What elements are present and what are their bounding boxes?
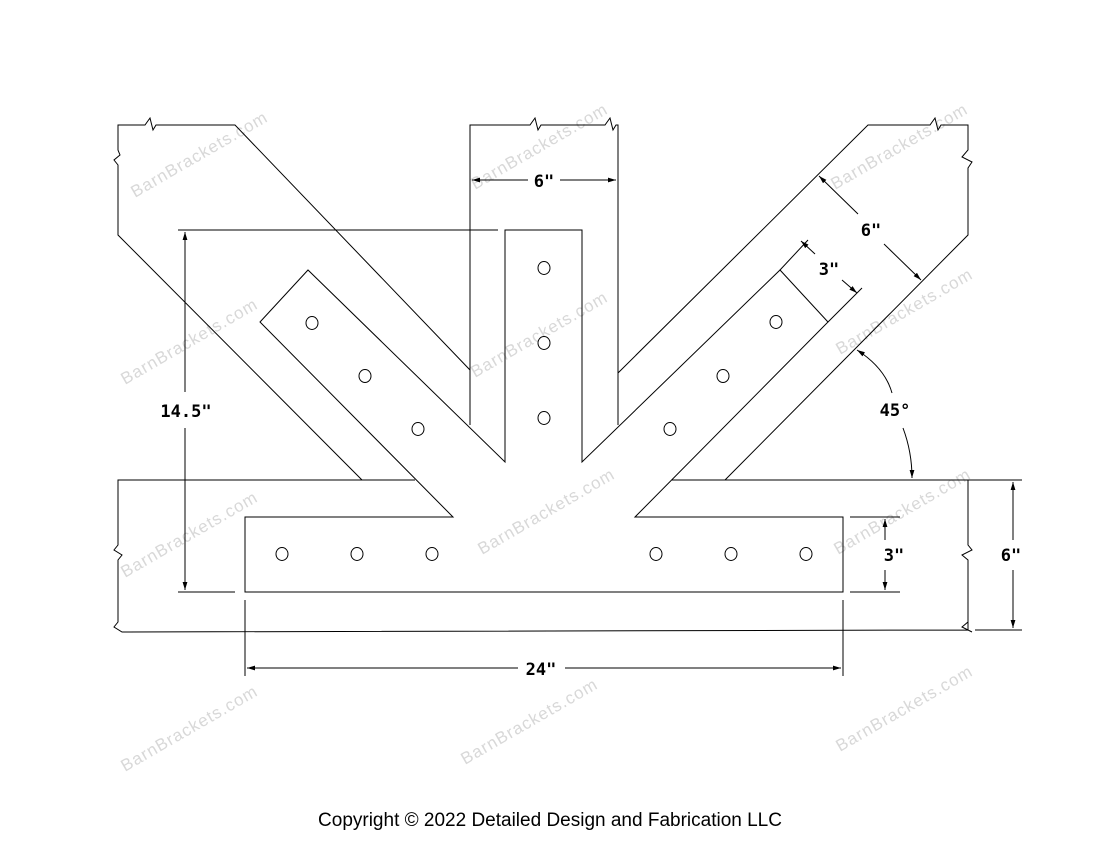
dimension-label: 6"	[1001, 546, 1021, 566]
watermark: BarnBrackets.com	[833, 265, 977, 359]
watermark: BarnBrackets.com	[118, 295, 262, 389]
bolt-hole	[799, 547, 813, 561]
watermark: BarnBrackets.com	[833, 662, 977, 756]
dimension-plate-length: 24"	[244, 600, 844, 680]
dimension-brace-width: 6"	[818, 175, 922, 281]
bolt-hole	[350, 547, 364, 561]
watermark: BarnBrackets.com	[118, 682, 262, 776]
bolt-hole	[663, 422, 677, 436]
bolt-hole	[275, 547, 289, 561]
dimension-height: 14.5"	[160, 229, 498, 593]
dimension-brace-plate-width: 3"	[779, 239, 863, 323]
post	[469, 116, 619, 425]
watermark: BarnBrackets.com	[831, 465, 975, 559]
bolt-hole	[358, 369, 372, 383]
watermark: BarnBrackets.com	[128, 108, 272, 202]
bolt-holes	[275, 261, 813, 561]
timbers	[113, 116, 973, 633]
dimension-beam-depth: 6"	[975, 479, 1022, 631]
bolt-hole	[537, 336, 551, 350]
bracket-plate	[244, 229, 844, 593]
bolt-hole	[769, 315, 783, 329]
dimension-plate-width: 3"	[850, 516, 904, 593]
dimension-label: 24"	[526, 660, 557, 680]
dimension-label: 3"	[884, 546, 904, 566]
left-brace	[113, 116, 471, 481]
dimension-label: 14.5"	[160, 402, 211, 422]
watermark: BarnBrackets.com	[458, 675, 602, 769]
bolt-hole	[411, 422, 425, 436]
watermark: BarnBrackets.com	[468, 288, 612, 382]
bolt-hole	[649, 547, 663, 561]
bolt-hole	[537, 411, 551, 425]
dimension-label: 6"	[861, 221, 881, 241]
watermark: BarnBrackets.com	[118, 488, 262, 582]
right-brace	[617, 116, 973, 481]
copyright-notice: Copyright © 2022 Detailed Design and Fab…	[318, 810, 782, 831]
watermark: BarnBrackets.com	[828, 100, 972, 194]
dimension-angle: 45°	[856, 349, 975, 481]
dimension-label: 3"	[819, 260, 839, 280]
bolt-hole	[305, 316, 319, 330]
bolt-hole	[425, 547, 439, 561]
bolt-hole	[724, 547, 738, 561]
dimension-label: 6"	[534, 172, 554, 192]
bolt-hole	[716, 369, 730, 383]
dimension-post-width: 6"	[472, 172, 616, 192]
dimension-label: 45°	[880, 401, 911, 421]
watermark: BarnBrackets.com	[475, 465, 619, 559]
bolt-hole	[537, 261, 551, 275]
